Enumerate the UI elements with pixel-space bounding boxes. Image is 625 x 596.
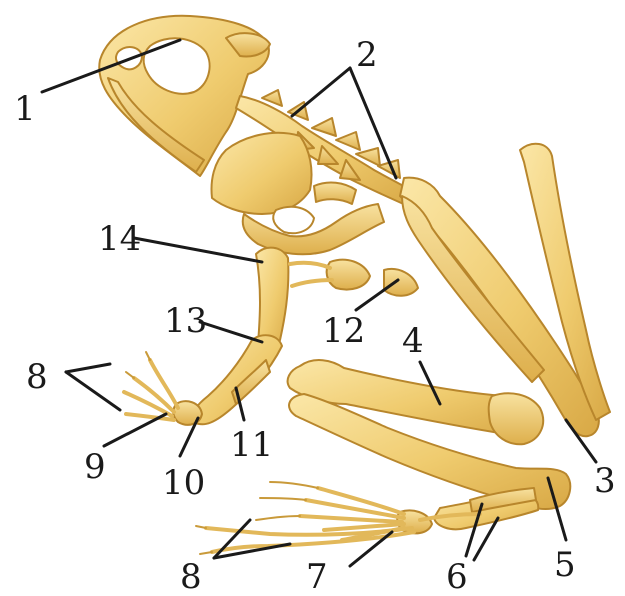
label-9: 9: [84, 447, 106, 487]
label-2: 2: [356, 35, 378, 75]
leader-8a-2: [66, 372, 120, 410]
leader-13: [200, 322, 262, 342]
label-3: 3: [594, 461, 616, 501]
label-1: 1: [14, 89, 36, 129]
leader-9: [104, 414, 166, 446]
label-4: 4: [402, 321, 424, 361]
label-8-left: 8: [26, 357, 48, 397]
label-7: 7: [306, 557, 328, 596]
label-14: 14: [98, 219, 141, 259]
carpal-cluster: [290, 260, 418, 296]
label-8-bottom: 8: [180, 557, 202, 596]
label-12: 12: [322, 311, 365, 351]
leader-8a-1: [66, 364, 110, 372]
label-10: 10: [162, 463, 205, 503]
label-13: 13: [164, 301, 207, 341]
label-6: 6: [446, 557, 468, 596]
leader-14: [134, 238, 262, 262]
label-11: 11: [230, 425, 273, 465]
leader-2a: [292, 68, 350, 116]
pectoral-girdle: [212, 133, 384, 254]
label-5: 5: [554, 545, 576, 585]
